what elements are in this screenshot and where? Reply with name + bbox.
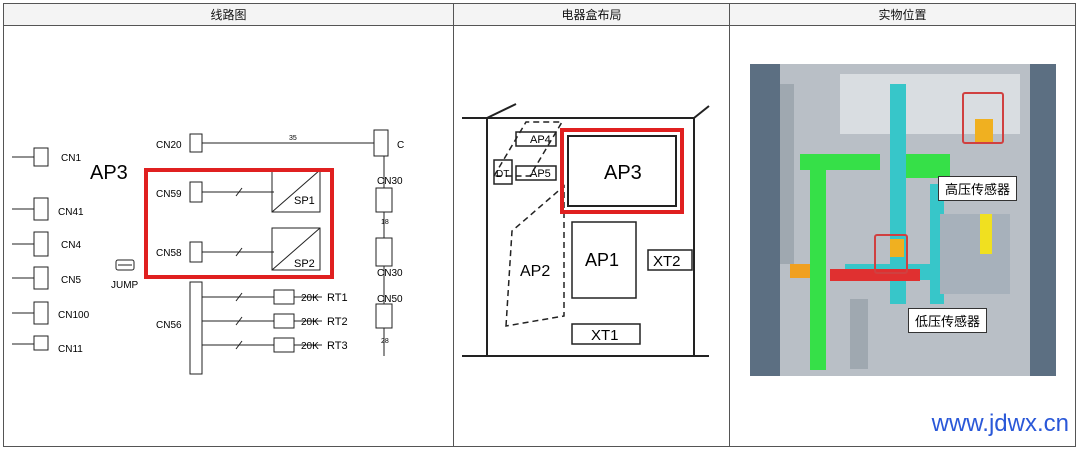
sensor-name: RT2 bbox=[327, 316, 348, 328]
sensor-name: RT1 bbox=[327, 292, 348, 304]
connector-label: CN41 bbox=[58, 207, 84, 218]
box-label: XT2 bbox=[653, 253, 681, 270]
box-label: AP4 bbox=[530, 134, 551, 146]
photo-label: 高压传感器 bbox=[938, 176, 1018, 201]
board-label: AP3 bbox=[90, 162, 128, 184]
connector-label: CN30 bbox=[377, 176, 403, 187]
jump-label: JUMP bbox=[111, 280, 139, 291]
connector-label: CN56 bbox=[156, 320, 182, 331]
box-label: DT bbox=[496, 169, 509, 180]
switch-label: SP2 bbox=[294, 258, 315, 270]
watermark-text: www.jdwx.cn bbox=[931, 410, 1069, 437]
box-label: XT1 bbox=[591, 327, 619, 344]
wiring-diagram: CN1 CN41 CN4 CN5 CN100 CN11 AP3 JUMP CN2… bbox=[12, 129, 404, 375]
connector-label: C bbox=[397, 140, 404, 151]
layout-diagram: AP4 AP5 DT AP3 AP2 AP1 XT2 XT1 bbox=[462, 103, 710, 357]
layout-diagram-cell: AP4 AP5 DT AP3 AP2 AP1 XT2 XT1 bbox=[454, 26, 729, 446]
pin-label: 35 bbox=[289, 135, 297, 142]
connector-label: CN4 bbox=[61, 240, 81, 251]
connector-label: CN59 bbox=[156, 189, 182, 200]
photo-marker bbox=[874, 234, 908, 274]
box-label: AP1 bbox=[585, 250, 619, 270]
box-label: AP3 bbox=[604, 162, 642, 184]
connector-label: CN50 bbox=[377, 294, 403, 305]
connector-label: CN5 bbox=[61, 275, 81, 286]
header-photo: 实物位置 bbox=[730, 4, 1075, 26]
column-divider bbox=[453, 4, 454, 446]
header-layout: 电器盒布局 bbox=[454, 4, 729, 26]
pin-label: 28 bbox=[381, 338, 389, 345]
highlight-box bbox=[144, 168, 334, 279]
pin-label: 18 bbox=[381, 219, 389, 226]
sensor-value: 20K bbox=[301, 293, 319, 304]
switch-label: SP1 bbox=[294, 195, 315, 207]
equipment-photo: 高压传感器 低压传感器 bbox=[750, 64, 1056, 376]
photo-cell: 高压传感器 低压传感器 www.jdwx.cn bbox=[730, 26, 1075, 446]
connector-label: CN100 bbox=[58, 310, 90, 321]
column-divider bbox=[729, 4, 730, 446]
photo-label: 低压传感器 bbox=[908, 308, 988, 333]
sensor-value: 20K bbox=[301, 317, 319, 328]
connector-label: CN20 bbox=[156, 140, 182, 151]
wiring-diagram-cell: CN1 CN41 CN4 CN5 CN100 CN11 AP3 JUMP CN2… bbox=[4, 26, 453, 446]
box-label: AP2 bbox=[520, 263, 550, 280]
box-label: AP5 bbox=[530, 168, 551, 180]
sensor-name: RT3 bbox=[327, 340, 348, 352]
connector-label: CN11 bbox=[58, 344, 83, 355]
connector-label: CN58 bbox=[156, 248, 182, 259]
sensor-value: 20K bbox=[301, 341, 319, 352]
header-wiring: 线路图 bbox=[4, 4, 453, 26]
highlight-box bbox=[560, 128, 684, 214]
photo-marker bbox=[962, 92, 1004, 144]
connector-label: CN30 bbox=[377, 268, 403, 279]
info-table: 线路图 电器盒布局 实物位置 CN1 CN41 CN4 CN5 CN100 CN… bbox=[3, 3, 1076, 447]
connector-label: CN1 bbox=[61, 153, 81, 164]
